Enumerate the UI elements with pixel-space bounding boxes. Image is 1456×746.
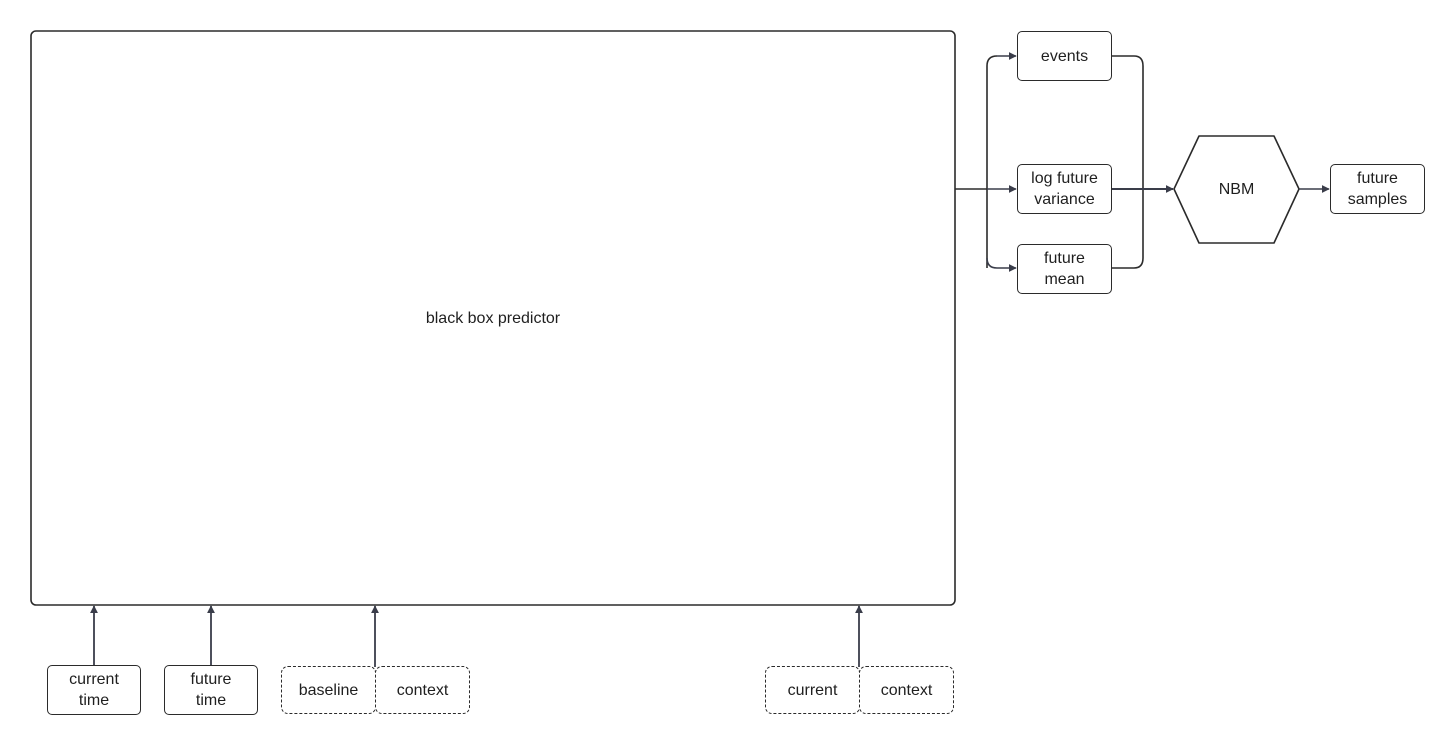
nbm-label: NBM	[1218, 180, 1255, 198]
input-context-baseline: context	[375, 666, 470, 714]
input-current-time: current time	[47, 665, 141, 715]
output-log-future-variance: log future variance	[1017, 164, 1112, 214]
predictor-box	[30, 30, 956, 606]
input-baseline: baseline	[281, 666, 376, 714]
connector-events-merge	[1112, 55, 1144, 269]
output-future-samples: future samples	[1330, 164, 1425, 214]
output-future-mean: future mean	[1017, 244, 1112, 294]
connector-to-future-mean	[986, 257, 1017, 272]
input-future-time: future time	[164, 665, 258, 715]
connector-fork-vertical	[986, 55, 998, 268]
output-events: events	[1017, 31, 1112, 81]
predictor-label: black box predictor	[425, 309, 561, 327]
input-context-current: context	[859, 666, 954, 714]
input-current: current	[765, 666, 860, 714]
